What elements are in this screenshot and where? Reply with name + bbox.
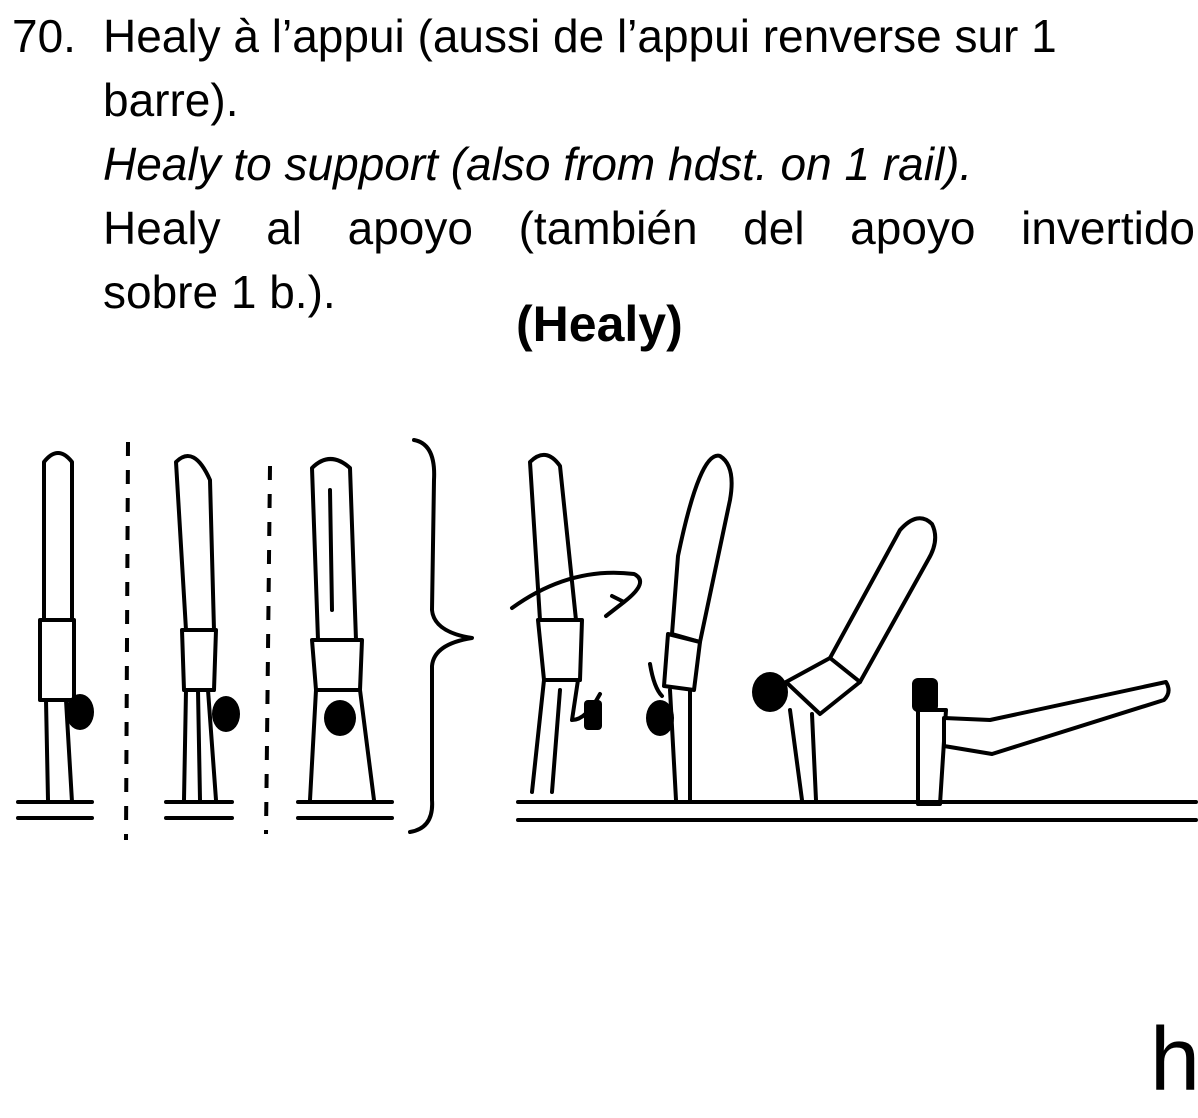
gymnast-healy-phase-4 <box>912 678 1171 806</box>
separator-dashed-2 <box>264 465 272 835</box>
gymnast-healy-phase-3 <box>752 516 938 802</box>
description-french-line1: Healy à l’appui (aussi de l’appui renver… <box>103 10 1057 62</box>
gymnast-handstand-2 <box>174 454 240 802</box>
gymnast-sequence-figure <box>16 438 1198 841</box>
corner-letter: h <box>1150 1010 1198 1110</box>
gymnast-healy-phase-1 <box>510 453 643 794</box>
gymnast-handstand-3 <box>308 457 376 802</box>
description-spanish-line2: sobre 1 b.). <box>103 266 336 318</box>
description-french-line2: barre). <box>103 74 239 126</box>
element-name: (Healy) <box>516 296 683 352</box>
element-description: Healy à l’appui (aussi de l’appui renver… <box>103 4 1195 324</box>
description-spanish-line1: Healy al apoyo (también del apoyo invert… <box>103 202 1195 254</box>
gymnast-handstand-1 <box>38 451 94 804</box>
gymnast-healy-phase-2 <box>646 453 734 802</box>
description-english: Healy to support (also from hdst. on 1 r… <box>103 138 973 190</box>
curly-brace-icon <box>408 438 474 834</box>
element-number: 70. <box>12 10 76 62</box>
separator-dashed-1 <box>124 441 130 841</box>
